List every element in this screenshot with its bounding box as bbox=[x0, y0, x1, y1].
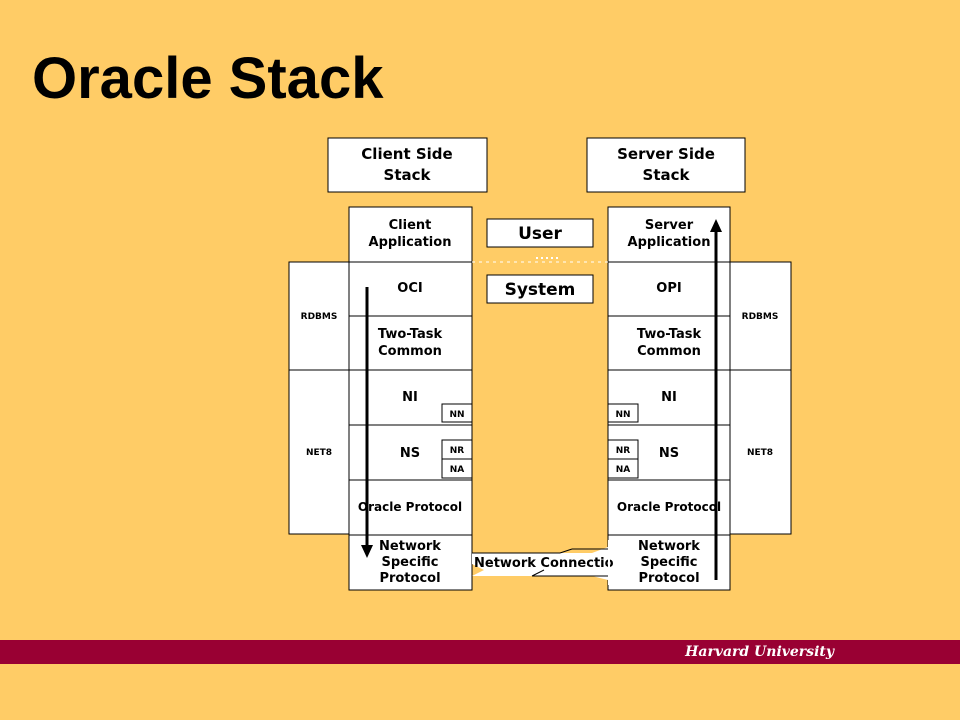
server-header-line-2: Stack bbox=[643, 166, 691, 184]
client-header-line-2: Stack bbox=[384, 166, 432, 184]
client-network-line-3: Protocol bbox=[379, 571, 440, 586]
footer-bar: Harvard University bbox=[0, 640, 960, 664]
server-opi-label: OPI bbox=[656, 281, 681, 296]
network-connection: Network Connectio bbox=[472, 540, 614, 585]
server-na-label: NA bbox=[616, 465, 631, 475]
server-ns-label: NS bbox=[659, 446, 679, 461]
client-oracle-protocol-label: Oracle Protocol bbox=[358, 500, 462, 514]
system-label: System bbox=[505, 280, 576, 300]
server-nn-label: NN bbox=[615, 410, 630, 420]
client-application-line-2: Application bbox=[369, 235, 452, 250]
client-header-line-1: Client Side bbox=[361, 145, 452, 163]
server-rdbms-label: RDBMS bbox=[742, 312, 779, 322]
user-label: User bbox=[518, 224, 562, 244]
client-rdbms-label: RDBMS bbox=[301, 312, 338, 322]
client-nn-label: NN bbox=[449, 410, 464, 420]
client-two-task-line-1: Two-Task bbox=[378, 327, 443, 342]
client-oci-label: OCI bbox=[397, 281, 422, 296]
server-network-line-2: Specific bbox=[641, 555, 698, 570]
server-ni-label: NI bbox=[661, 390, 677, 405]
client-application-line-1: Client bbox=[389, 218, 432, 233]
client-ni-label: NI bbox=[402, 390, 418, 405]
server-up-arrow-head bbox=[710, 219, 722, 232]
server-net8-label: NET8 bbox=[747, 448, 773, 458]
server-stack: Server Application OPI Two-Task Common N… bbox=[607, 206, 731, 591]
client-ns-label: NS bbox=[400, 446, 420, 461]
client-na-label: NA bbox=[450, 465, 465, 475]
client-two-task-line-2: Common bbox=[378, 344, 442, 359]
server-network-line-1: Network bbox=[638, 539, 700, 554]
footer-institution: Harvard University bbox=[685, 644, 834, 660]
server-two-task-line-1: Two-Task bbox=[637, 327, 702, 342]
user-box: User bbox=[486, 218, 594, 248]
server-nr-label: NR bbox=[616, 446, 631, 456]
server-application-line-1: Server bbox=[645, 218, 694, 233]
client-rdbms-net8-bracket: RDBMS NET8 bbox=[288, 261, 350, 535]
server-application-line-2: Application bbox=[628, 235, 711, 250]
client-side-header: Client Side Stack bbox=[327, 137, 488, 193]
client-network-line-1: Network bbox=[379, 539, 441, 554]
server-two-task-line-2: Common bbox=[637, 344, 701, 359]
client-stack: Client Application OCI Two-Task Common N… bbox=[348, 206, 473, 591]
client-nr-label: NR bbox=[450, 446, 465, 456]
server-network-line-3: Protocol bbox=[638, 571, 699, 586]
slide-title: Oracle Stack bbox=[32, 46, 384, 111]
divider-dashes bbox=[472, 257, 608, 263]
server-header-line-1: Server Side bbox=[617, 145, 715, 163]
client-down-arrow-head bbox=[361, 545, 373, 558]
client-network-line-2: Specific bbox=[382, 555, 439, 570]
network-connection-label: Network Connectio bbox=[474, 556, 614, 571]
oracle-stack-diagram: Client Side Stack Server Side Stack RDBM… bbox=[288, 137, 792, 591]
server-rdbms-net8-bracket: RDBMS NET8 bbox=[729, 261, 792, 535]
server-oracle-protocol-label: Oracle Protocol bbox=[617, 500, 721, 514]
server-side-header: Server Side Stack bbox=[586, 137, 746, 193]
client-net8-label: NET8 bbox=[306, 448, 332, 458]
system-box: System bbox=[486, 274, 594, 304]
